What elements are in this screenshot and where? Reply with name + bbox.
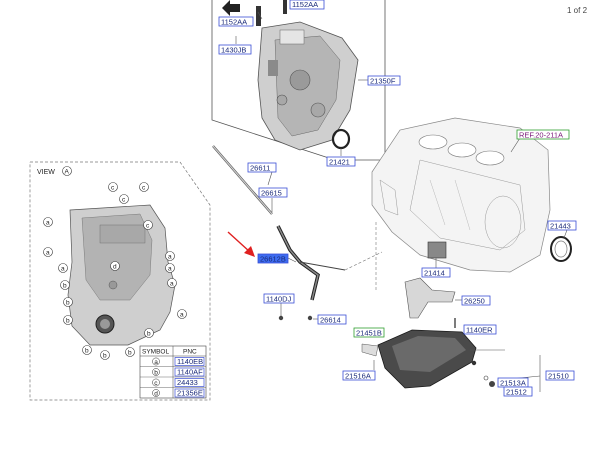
part-label-21512[interactable]: 21512 [503,386,533,397]
part-label-21451b[interactable]: 21451B [353,327,385,338]
svg-text:a: a [168,254,172,261]
part-label-1152aa[interactable]: 1152AA [218,16,254,27]
svg-text:26611: 26611 [250,164,270,173]
part-label-1152aa-top[interactable]: 1152AA [289,0,325,10]
svg-text:b: b [154,369,158,376]
svg-text:1140DJ: 1140DJ [266,295,292,304]
svg-text:c: c [122,197,126,204]
svg-text:a: a [46,220,50,227]
oil-strainer [427,241,447,268]
svg-text:c: c [111,185,115,192]
svg-text:c: c [146,223,150,230]
part-label-21421[interactable]: 21421 [326,156,356,167]
svg-text:a: a [46,250,50,257]
svg-text:a: a [170,281,174,288]
svg-text:1140ER: 1140ER [466,326,493,335]
timing-cover-inset [211,0,386,161]
dipstick-assembly [212,145,383,321]
table-row: d 21356E [152,389,205,398]
part-label-1140dj[interactable]: 1140DJ [263,293,295,304]
svg-text:21516A: 21516A [345,372,371,381]
part-label-26250[interactable]: 26250 [461,295,491,306]
pnc-link[interactable]: 21356E [177,389,203,398]
svg-text:26615: 26615 [261,189,282,198]
view-letter: A [65,169,70,176]
part-label-21443[interactable]: 21443 [547,220,577,231]
part-label-ref-20-211a[interactable]: REF.20-211A [516,129,570,140]
red-arrow-icon [227,231,255,257]
svg-text:1152AA: 1152AA [292,0,318,9]
svg-text:26250: 26250 [464,297,485,306]
table-header-symbol: SYMBOL [142,349,169,356]
part-label-21414[interactable]: 21414 [421,267,451,278]
svg-text:c: c [154,380,158,387]
svg-text:21451B: 21451B [356,329,382,338]
svg-text:1430JB: 1430JB [221,46,246,55]
pnc-link[interactable]: 1140AF [177,368,203,377]
svg-text:26614: 26614 [320,316,341,325]
table-row: c 24433 [152,378,205,387]
part-label-26615[interactable]: 26615 [258,187,288,198]
baffle-26250 [404,277,462,328]
svg-text:a: a [168,266,172,273]
svg-text:a: a [180,312,184,319]
svg-text:21443: 21443 [550,222,571,231]
part-label-1140er[interactable]: 1140ER [463,324,497,335]
svg-text:21512: 21512 [506,388,527,397]
svg-text:b: b [147,331,151,338]
pnc-link[interactable]: 24433 [177,378,198,387]
view-label: VIEW [37,169,55,176]
part-labels: 1152AA 1152AA 1430JB 21350F 21421 REF.20… [218,0,577,397]
svg-text:21414: 21414 [424,269,445,278]
part-label-21513a[interactable]: 21513A [497,377,529,388]
table-header-pnc: PNC [183,349,197,356]
part-label-26611[interactable]: 26611 [247,162,277,173]
svg-text:21421: 21421 [329,158,350,167]
table-row: b 1140AF [152,368,205,377]
symbol-circles [43,182,187,360]
svg-text:21510: 21510 [548,372,569,381]
page-indicator: 1 of 2 [567,6,588,15]
symbol-pnc-table: SYMBOL PNC a 1140EB b 1140AF c 24433 d 2… [139,345,207,399]
part-label-21510[interactable]: 21510 [545,370,575,381]
svg-text:21350F: 21350F [370,77,396,86]
part-label-26612b-highlighted[interactable]: 26612B [257,253,289,264]
svg-text:1152AA: 1152AA [221,18,247,27]
part-label-26614[interactable]: 26614 [317,314,347,325]
part-label-1430jb[interactable]: 1430JB [218,44,252,55]
svg-text:b: b [66,318,70,325]
part-label-21516a[interactable]: 21516A [342,370,376,381]
svg-text:26612B: 26612B [260,255,286,264]
svg-text:b: b [63,283,67,290]
svg-text:c: c [142,185,146,192]
table-row: a 1140EB [152,357,205,366]
svg-text:b: b [66,300,70,307]
svg-text:a: a [154,359,158,366]
oil-pan [361,329,541,392]
svg-text:d: d [113,264,117,271]
svg-text:d: d [154,390,158,397]
svg-text:b: b [103,353,107,360]
pnc-link[interactable]: 1140EB [177,357,203,366]
svg-text:a: a [61,266,65,273]
svg-text:REF.20-211A: REF.20-211A [519,131,563,140]
svg-text:b: b [85,348,89,355]
svg-text:21513A: 21513A [500,379,526,388]
part-label-21350f[interactable]: 21350F [367,75,401,86]
svg-text:b: b [128,350,132,357]
engine-block [371,117,572,273]
